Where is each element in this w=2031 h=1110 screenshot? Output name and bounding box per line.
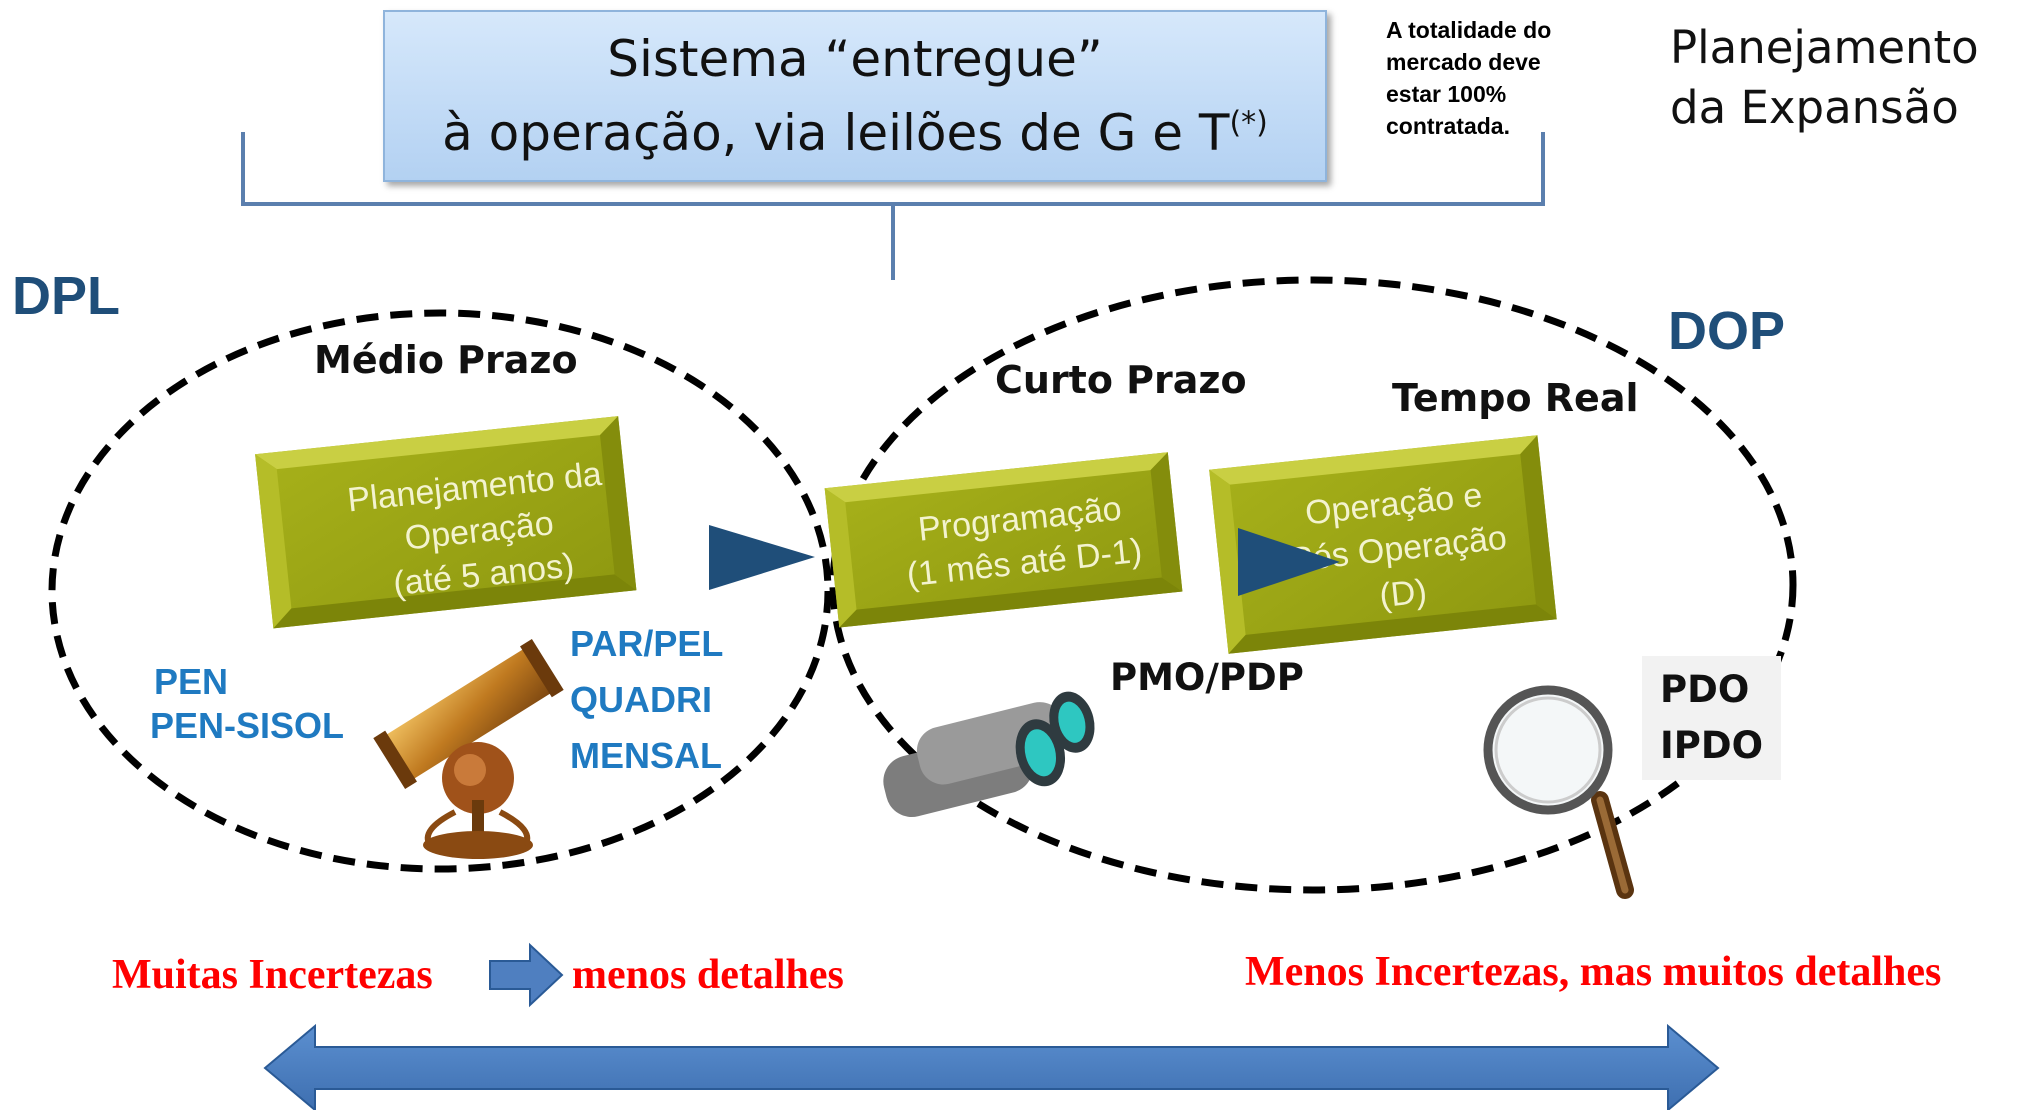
pdo-label: PDO	[1660, 668, 1750, 711]
note-line3: estar 100%	[1386, 81, 1507, 107]
many-uncertainties-text: Muitas Incertezas	[112, 952, 433, 998]
uncertainty-double-arrow	[263, 1023, 1720, 1110]
expansion-line1: Planejamento	[1670, 21, 1979, 74]
programming-box	[824, 452, 1183, 628]
pdo-labels: PDO IPDO	[1642, 656, 1782, 780]
dop-ellipse	[829, 276, 1797, 894]
note-line4: contratada.	[1386, 113, 1510, 139]
title-footnote: (*)	[1229, 105, 1268, 141]
dpl-label: DPL	[12, 266, 120, 326]
telescope-icon	[373, 639, 564, 859]
quadri-label: QUADRI	[570, 679, 712, 720]
title-line2-text: à operação, via leilões de G e T	[442, 104, 1230, 162]
header-bracket	[241, 132, 1545, 280]
planning-box	[255, 416, 637, 629]
pmo-pdp-label: PMO/PDP	[1110, 656, 1304, 699]
operation-box-line3: (D)	[1378, 572, 1429, 615]
short-term-title: Curto Prazo	[995, 358, 1247, 402]
fewer-details-text: menos detalhes	[572, 952, 844, 998]
flow-arrow-1	[709, 525, 815, 590]
note-line1: A totalidade do	[1386, 17, 1552, 43]
medium-term-ellipse	[48, 309, 832, 873]
expansion-planning-label: Planejamento da Expansão	[1670, 18, 2010, 138]
dop-label: DOP	[1668, 301, 1786, 361]
mensal-label: MENSAL	[570, 735, 722, 776]
fewer-uncertainties-text: Menos Incertezas, mas muitos detalhes	[1245, 949, 1942, 995]
ipdo-label: IPDO	[1660, 724, 1764, 767]
magnifier-icon	[1483, 685, 1634, 899]
expansion-line2: da Expansão	[1670, 81, 1959, 134]
title-line2: à operação, via leilões de G e T(*)	[442, 96, 1268, 170]
pen-labels: PEN PEN-SISOL	[150, 660, 344, 748]
pen-sisol-label: PEN-SISOL	[150, 705, 345, 746]
title-box: Sistema “entregue” à operação, via leilõ…	[383, 10, 1327, 182]
medium-term-title: Médio Prazo	[314, 338, 578, 382]
operation-box	[1209, 435, 1557, 654]
title-line1: Sistema “entregue”	[607, 30, 1103, 88]
note-line2: mercado deve	[1386, 49, 1541, 75]
market-contract-note: A totalidade do mercado deve estar 100% …	[1386, 14, 1606, 142]
flow-arrow-2	[1238, 528, 1340, 596]
binoculars-icon	[883, 691, 1095, 818]
par-pel-labels: PAR/PEL QUADRI MENSAL	[570, 616, 723, 784]
cause-effect-arrow	[489, 942, 564, 1008]
pen-label: PEN	[154, 661, 229, 702]
par-pel-label: PAR/PEL	[570, 623, 724, 664]
real-time-title: Tempo Real	[1392, 376, 1639, 420]
